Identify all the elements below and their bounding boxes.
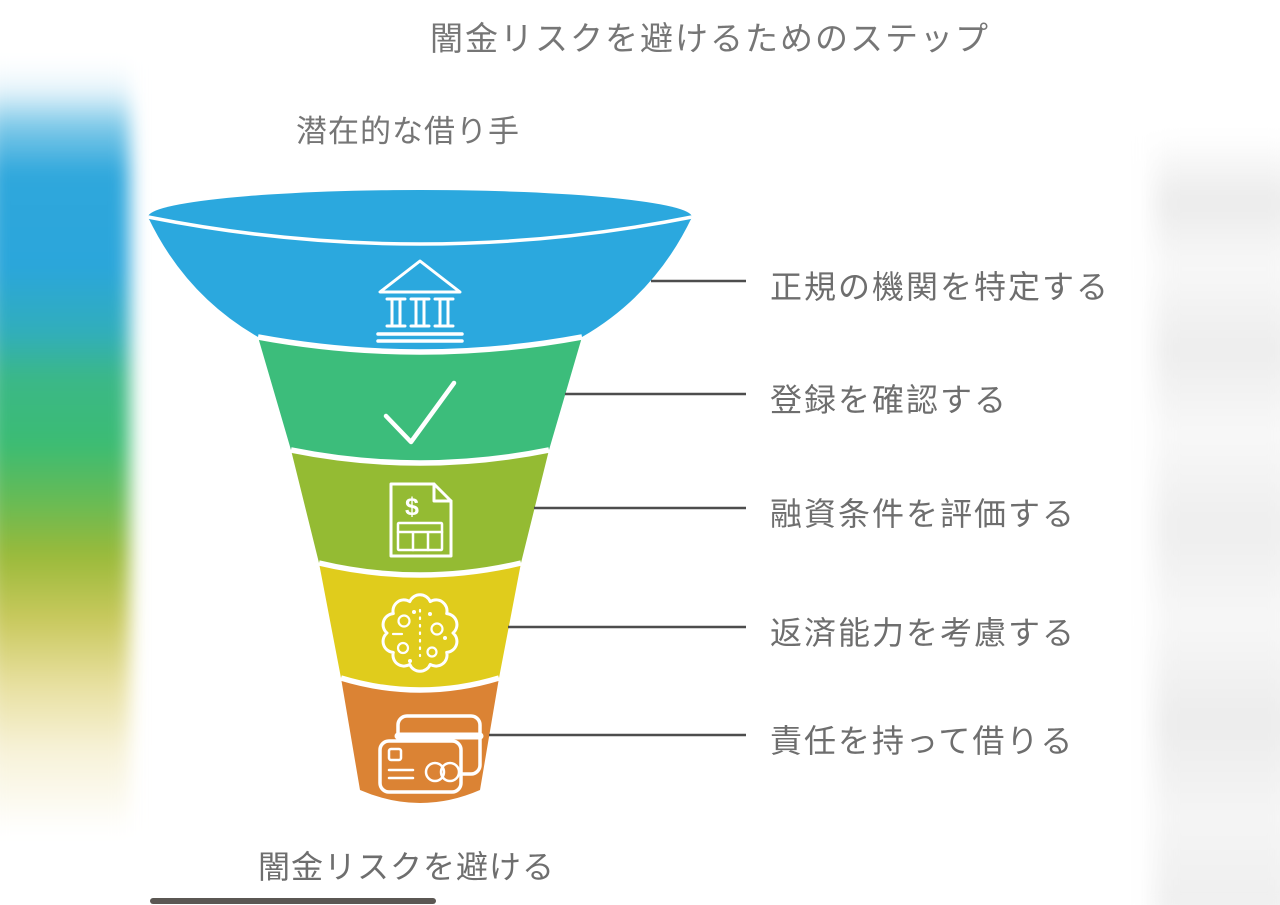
right-blur-band <box>1154 0 1280 905</box>
funnel-stages <box>147 190 693 803</box>
funnel-separators <box>147 215 693 693</box>
funnel-stage-2 <box>258 337 582 463</box>
ai-brain-icon <box>381 593 459 673</box>
funnel-output-label: 闇金リスクを避ける <box>258 849 556 885</box>
step-label-borrow-responsibly: 責任を持って借りる <box>770 723 1075 759</box>
dollar-glyph: $ <box>405 493 419 521</box>
left-blur-band <box>0 0 130 905</box>
page-title: 闇金リスクを避けるためのステップ <box>430 20 990 57</box>
funnel-input-label: 潜在的な借り手 <box>296 114 520 149</box>
separator-2 <box>290 447 550 466</box>
step-label-consider-repayment: 返済能力を考慮する <box>770 615 1077 651</box>
bank-icon <box>376 259 464 343</box>
step-label-evaluate-terms: 融資条件を評価する <box>770 496 1077 532</box>
separator-1 <box>257 334 583 355</box>
rim-highlight-line <box>147 215 693 246</box>
funnel-top-rim <box>148 190 692 244</box>
connector-lines <box>489 279 746 737</box>
credit-cards-icon <box>378 714 484 794</box>
invoice-icon: $ <box>389 482 453 558</box>
step-label-identify-institutions: 正規の機関を特定する <box>770 269 1111 305</box>
step-label-confirm-registration: 登録を確認する <box>770 382 1009 418</box>
separator-3 <box>318 560 522 578</box>
checkmark-icon <box>383 380 457 445</box>
funnel-stage-1 <box>148 217 692 352</box>
video-progress-bar <box>150 898 436 904</box>
separator-4 <box>340 675 500 693</box>
funnel-stage-3 <box>291 450 549 575</box>
